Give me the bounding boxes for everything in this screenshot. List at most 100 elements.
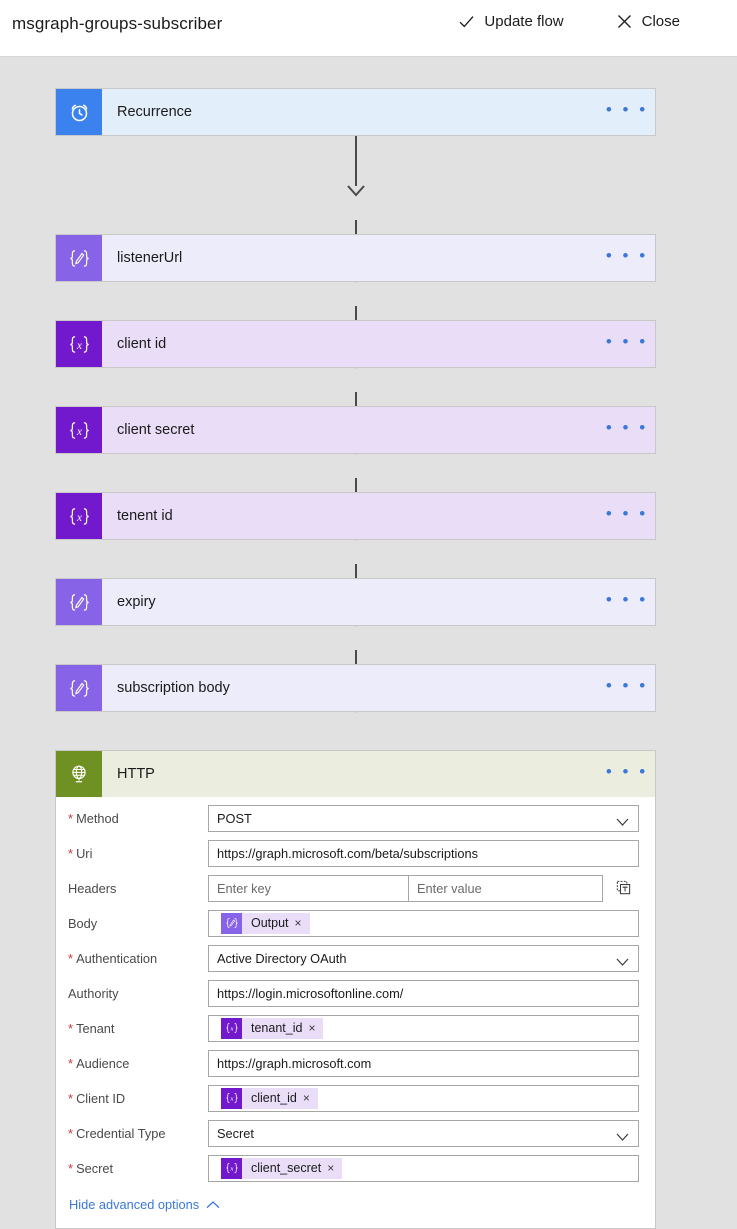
secret-label: * Secret: [68, 1160, 114, 1176]
authentication-dropdown[interactable]: Active Directory OAuth: [208, 944, 639, 972]
hide-advanced-options-link[interactable]: Hide advanced options: [69, 1197, 220, 1212]
token-label: client_secret: [251, 1161, 322, 1175]
card-header[interactable]: expiry • • •: [56, 579, 655, 625]
audience-input[interactable]: https://graph.microsoft.com: [208, 1049, 639, 1077]
card-title: tenent id: [117, 508, 173, 524]
card-overflow-menu-button[interactable]: • • •: [605, 331, 649, 351]
audience-label: * Audience: [68, 1055, 130, 1071]
remove-token-icon[interactable]: ×: [327, 1161, 335, 1175]
card-header[interactable]: x client id • • •: [56, 321, 655, 367]
close-label: Close: [641, 13, 680, 30]
body-input[interactable]: Output ×: [208, 909, 639, 937]
method-label: * Method: [68, 810, 119, 826]
credential-type-label: * Credential Type: [68, 1125, 166, 1141]
svg-text:x: x: [76, 511, 82, 523]
required-asterisk: *: [68, 1020, 74, 1036]
update-flow-button[interactable]: Update flow: [458, 13, 564, 30]
step-card-tenent-id[interactable]: x tenent id • • •: [55, 492, 656, 540]
credential-type-dropdown[interactable]: Secret: [208, 1119, 639, 1147]
step-card-listenerurl[interactable]: listenerUrl • • •: [55, 234, 656, 282]
flow-designer-canvas: Recurrence • • • listenerUrl • • •: [0, 58, 737, 1229]
variable-token-icon: x: [221, 1087, 242, 1109]
globe-icon: [56, 751, 102, 797]
token-chip-tenant-id[interactable]: x tenant_id ×: [221, 1017, 324, 1039]
step-card-client-secret[interactable]: x client secret • • •: [55, 406, 656, 454]
uri-value: https://graph.microsoft.com/beta/subscri…: [217, 845, 479, 861]
tenant-input[interactable]: x tenant_id ×: [208, 1014, 639, 1042]
variable-icon: x: [56, 407, 102, 453]
header-key-placeholder: Enter key: [217, 880, 272, 896]
svg-text:x: x: [76, 339, 82, 351]
card-overflow-menu-button[interactable]: • • •: [605, 675, 649, 695]
headers-label: Headers: [68, 880, 117, 896]
body-label: Body: [68, 915, 98, 931]
audience-value: https://graph.microsoft.com: [217, 1055, 372, 1071]
step-card-recurrence[interactable]: Recurrence • • •: [55, 88, 656, 136]
remove-token-icon[interactable]: ×: [294, 916, 302, 930]
card-overflow-menu-button[interactable]: • • •: [605, 589, 649, 609]
variable-icon: x: [56, 493, 102, 539]
card-overflow-menu-button[interactable]: • • •: [605, 761, 649, 781]
card-header[interactable]: HTTP • • •: [56, 751, 655, 797]
alarm-clock-icon: [56, 89, 102, 135]
variable-token-icon: x: [221, 1017, 242, 1039]
chevron-up-icon: [206, 1197, 220, 1212]
method-dropdown[interactable]: POST: [208, 804, 639, 832]
authentication-value: Active Directory OAuth: [217, 950, 347, 966]
credential-type-value: Secret: [217, 1125, 254, 1141]
authority-input[interactable]: https://login.microsoftonline.com/: [208, 979, 639, 1007]
card-overflow-menu-button[interactable]: • • •: [605, 503, 649, 523]
chevron-down-icon: [616, 1129, 629, 1141]
card-header[interactable]: x client secret • • •: [56, 407, 655, 453]
required-asterisk: *: [68, 1090, 74, 1106]
command-bar-actions: Update flow Close: [458, 13, 680, 30]
required-asterisk: *: [68, 950, 74, 966]
token-label: tenant_id: [251, 1021, 303, 1035]
card-overflow-menu-button[interactable]: • • •: [605, 245, 649, 265]
card-header[interactable]: listenerUrl • • •: [56, 235, 655, 281]
header-value-placeholder: Enter value: [417, 880, 482, 896]
close-x-icon: [616, 13, 633, 30]
field-row-audience: * Audience https://graph.microsoft.com: [56, 1046, 655, 1080]
compose-icon: [56, 579, 102, 625]
chevron-down-icon: [616, 954, 629, 966]
hide-advanced-options-label: Hide advanced options: [69, 1197, 200, 1212]
compose-token-icon: [221, 912, 242, 934]
card-overflow-menu-button[interactable]: • • •: [605, 99, 649, 119]
check-icon: [458, 13, 475, 30]
required-asterisk: *: [68, 810, 74, 826]
field-row-body: Body Output ×: [56, 906, 655, 940]
card-header[interactable]: Recurrence • • •: [56, 89, 655, 135]
uri-input[interactable]: https://graph.microsoft.com/beta/subscri…: [208, 839, 639, 867]
connector-line: [355, 134, 357, 186]
header-key-input[interactable]: Enter key: [208, 874, 408, 902]
card-overflow-menu-button[interactable]: • • •: [605, 417, 649, 437]
close-button[interactable]: Close: [616, 13, 680, 30]
field-row-credential-type: * Credential Type Secret: [56, 1116, 655, 1150]
http-parameters-form: * Method POST * Uri: [56, 797, 655, 1228]
card-header[interactable]: subscription body • • •: [56, 665, 655, 711]
step-card-client-id[interactable]: x client id • • •: [55, 320, 656, 368]
connector-arrow: [345, 184, 367, 197]
authority-value: https://login.microsoftonline.com/: [217, 985, 404, 1001]
field-row-client-id: * Client ID x: [56, 1081, 655, 1115]
client-id-input[interactable]: x client_id ×: [208, 1084, 639, 1112]
step-card-expiry[interactable]: expiry • • •: [55, 578, 656, 626]
token-chip-client-id[interactable]: x client_id ×: [221, 1087, 318, 1109]
token-label: client_id: [251, 1091, 297, 1105]
remove-token-icon[interactable]: ×: [308, 1021, 316, 1035]
field-row-headers: Headers Enter key Enter value: [56, 871, 655, 905]
field-row-uri: * Uri https://graph.microsoft.com/beta/s…: [56, 836, 655, 870]
card-title: listenerUrl: [117, 250, 183, 266]
top-command-bar: msgraph-groups-subscriber Update flow Cl…: [0, 0, 737, 57]
remove-token-icon[interactable]: ×: [302, 1091, 310, 1105]
token-chip-output[interactable]: Output ×: [221, 912, 310, 934]
secret-input[interactable]: x client_secret ×: [208, 1154, 639, 1182]
header-value-input[interactable]: Enter value: [408, 874, 603, 902]
svg-text:x: x: [76, 425, 82, 437]
switch-to-text-mode-icon[interactable]: [607, 880, 639, 897]
step-card-subscription-body[interactable]: subscription body • • •: [55, 664, 656, 712]
card-header[interactable]: x tenent id • • •: [56, 493, 655, 539]
step-card-http[interactable]: HTTP • • • * Method POST: [55, 750, 656, 1229]
token-chip-client-secret[interactable]: x client_secret ×: [221, 1157, 343, 1179]
